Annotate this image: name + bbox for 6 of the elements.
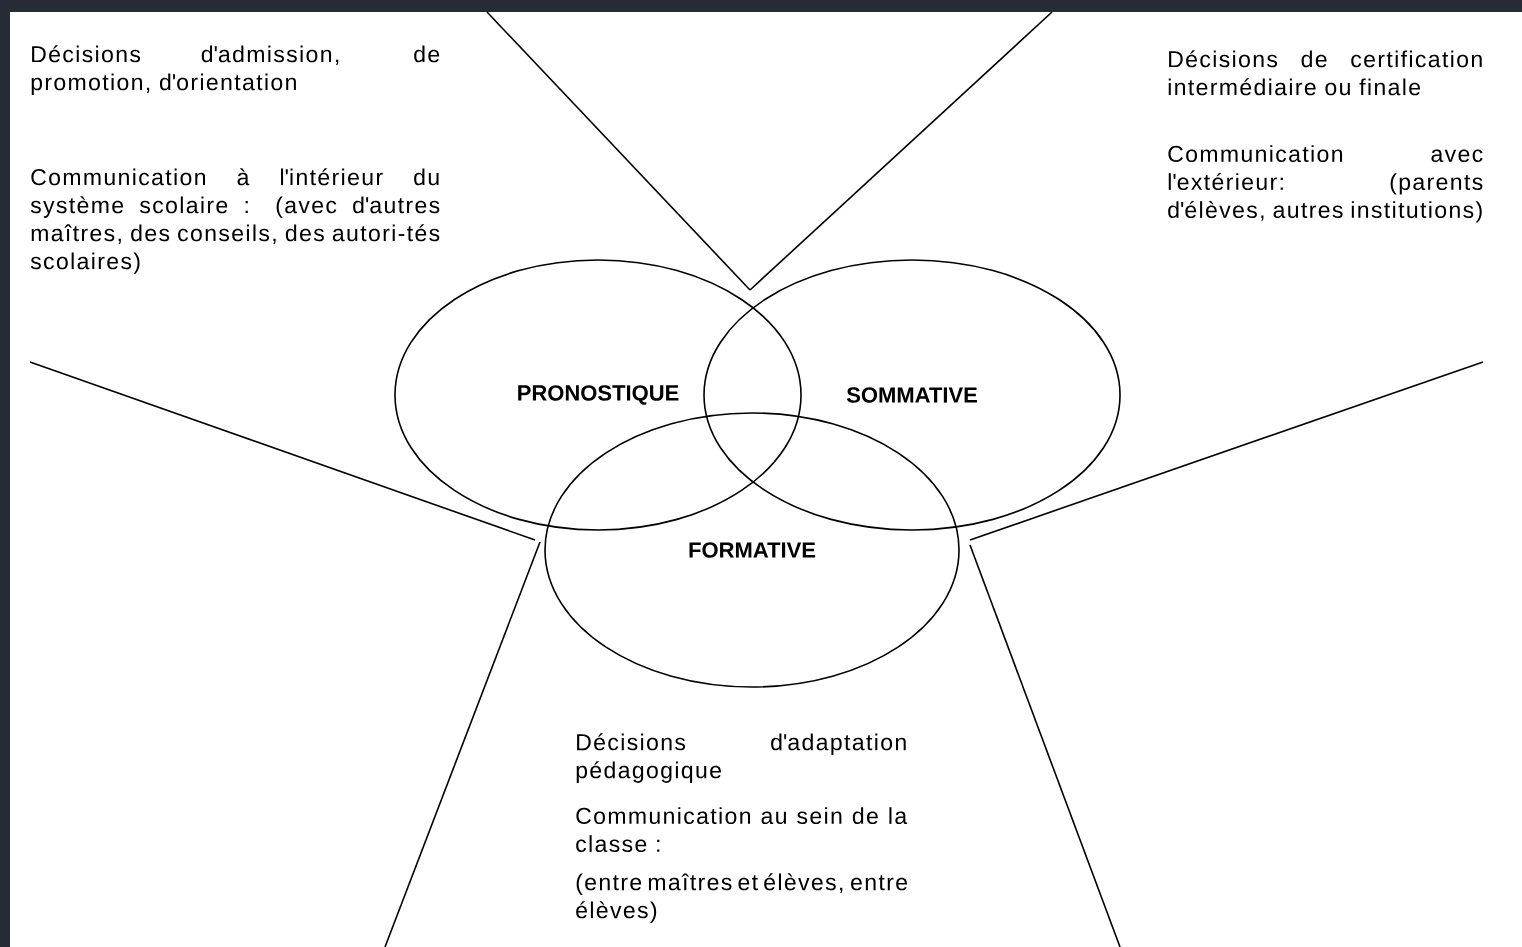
note-text: Décisions d'admission, de promotion, d'orientation <box>31 45 440 95</box>
note-text: Décisions d'adaptation pédagogique <box>576 733 906 783</box>
note-text: (entre maîtres et élèves, entre élèves) <box>576 873 907 923</box>
note-text: Communication avec l'extérieur: (parents d'élèves, autres institutions) <box>1168 145 1483 223</box>
note-text: Communication au sein de la classe : <box>576 807 908 853</box>
note-text: Décisions de certification intermédiaire ou finale <box>1168 50 1482 96</box>
